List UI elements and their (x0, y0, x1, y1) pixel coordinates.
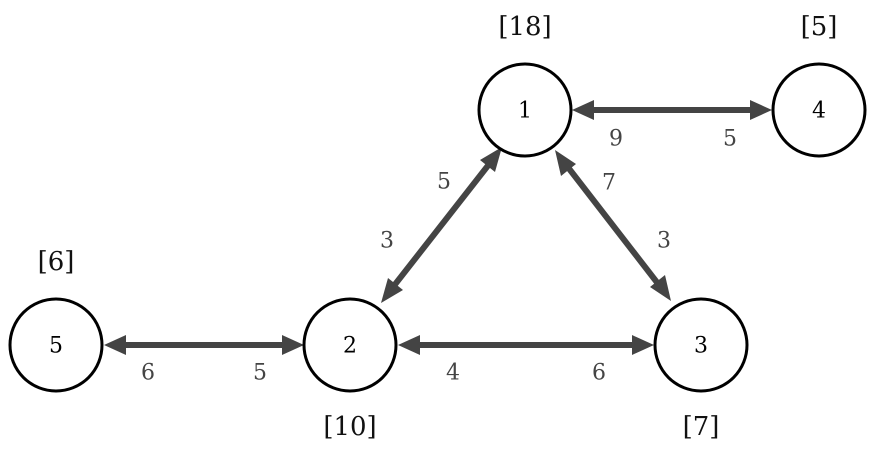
arrowhead-to-node-3 (650, 275, 671, 301)
edge-weight-label: 5 (437, 170, 451, 195)
node-demand-label: [5] (801, 12, 838, 42)
edge-weight-label: 5 (723, 127, 737, 152)
node-2: 2 [10] (302, 297, 398, 442)
node-circle (771, 62, 867, 158)
edge-weight-label: 6 (592, 361, 606, 386)
edge-weight-label: 4 (446, 361, 460, 386)
edge-weight-label: 5 (253, 361, 267, 386)
node-label: 1 (518, 99, 532, 124)
edge-weight-label: 3 (380, 229, 394, 254)
arrowhead-to-node-1 (480, 147, 502, 172)
node-demand-label: [6] (38, 247, 75, 277)
edge-line (390, 161, 493, 289)
node-4: 4 [5] (771, 12, 867, 158)
edge-1-2: 5 3 (380, 147, 502, 303)
node-1: 1 [18] (477, 12, 573, 158)
edge-5-2: 6 5 (104, 335, 304, 386)
node-demand-label: [10] (323, 412, 376, 442)
edge-weight-label: 7 (602, 171, 616, 196)
node-circle (8, 297, 104, 393)
arrowhead-to-node-3 (632, 335, 654, 355)
edge-line (564, 164, 662, 287)
arrowhead-to-node-2 (381, 278, 403, 303)
arrowhead-to-node-1 (572, 100, 594, 120)
node-label: 2 (343, 334, 357, 359)
edge-1-3: 7 3 (555, 150, 671, 301)
edge-1-4: 9 5 (572, 100, 772, 152)
node-circle (477, 62, 573, 158)
arrowhead-to-node-2 (282, 335, 304, 355)
node-demand-label: [18] (498, 12, 551, 42)
arrowhead-to-node-4 (750, 100, 772, 120)
node-label: 4 (812, 99, 826, 124)
edge-weight-label: 3 (657, 229, 671, 254)
node-5: 5 [6] (8, 247, 104, 393)
arrowhead-to-node-5 (104, 335, 126, 355)
arrowhead-to-node-1 (555, 150, 576, 176)
edge-weight-label: 9 (609, 127, 623, 152)
node-circle (653, 297, 749, 393)
node-label: 5 (49, 334, 63, 359)
edge-weight-label: 6 (141, 361, 155, 386)
node-label: 3 (694, 334, 708, 359)
node-3: 3 [7] (653, 297, 749, 442)
arrowhead-to-node-2 (398, 335, 420, 355)
node-demand-label: [7] (683, 412, 720, 442)
node-circle (302, 297, 398, 393)
edge-2-3: 4 6 (398, 335, 654, 386)
